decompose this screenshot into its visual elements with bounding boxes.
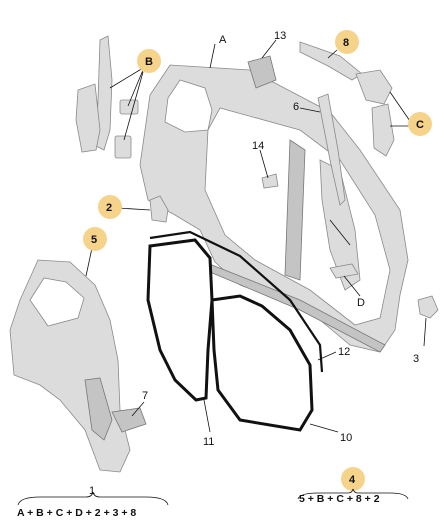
upper-seal-strip-12 (149, 230, 324, 373)
striker-bracket-14 (261, 173, 279, 189)
label-d: D (357, 297, 365, 309)
sound-pad-13 (247, 55, 277, 89)
label-7: 7 (142, 390, 148, 402)
kit-formula-1: A + B + C + D + 2 + 3 + 8 (17, 491, 169, 519)
label-3: 3 (413, 353, 419, 365)
formula-kit-1: A + B + C + D + 2 + 3 + 8 (17, 507, 136, 519)
badge-5 (83, 227, 107, 251)
label-5: 5 (91, 234, 97, 246)
label-2: 2 (106, 202, 112, 214)
label-4: 4 (349, 474, 356, 486)
label-1: 1 (89, 485, 95, 497)
label-11: 11 (203, 436, 214, 448)
leader-lines (85, 39, 427, 433)
rear-pillar-strip-b (75, 35, 139, 159)
label-c: C (416, 119, 424, 131)
rear-door-seal-11 (146, 238, 214, 402)
front-pillar-brackets-c (355, 69, 395, 157)
label-13: 13 (274, 30, 286, 42)
badge-2 (98, 195, 122, 219)
badge-c (408, 112, 432, 136)
rear-quarter-panel-5 (9, 259, 131, 473)
label-10: 10 (340, 432, 352, 444)
brace-4 (297, 488, 409, 500)
label-12: 12 (338, 346, 350, 358)
badge-b (137, 49, 161, 73)
label-6: 6 (293, 101, 299, 113)
bracket-d (329, 263, 359, 279)
label-b: B (145, 56, 153, 68)
badge-8 (335, 30, 359, 54)
brace-1 (17, 491, 169, 506)
part-labels: A B C D 1 2 3 4 5 6 7 8 10 11 12 13 14 (89, 30, 424, 497)
badge-4 (341, 467, 365, 491)
formula-kit-4: 5 + B + C + 8 + 2 (299, 493, 380, 505)
label-14: 14 (252, 140, 264, 152)
bracket-2 (149, 195, 169, 223)
kit-formula-4: 5 + B + C + 8 + 2 (297, 488, 409, 505)
body-side-panel-a (139, 64, 409, 353)
label-a: A (219, 34, 227, 46)
front-door-seal-10 (210, 294, 314, 432)
roof-rail-bracket-8 (299, 41, 363, 81)
clip-3 (417, 295, 439, 319)
bracket-7 (111, 407, 147, 433)
label-8: 8 (343, 37, 349, 49)
a-pillar-reinforcement-6 (317, 93, 346, 206)
highlight-badges (83, 30, 432, 491)
